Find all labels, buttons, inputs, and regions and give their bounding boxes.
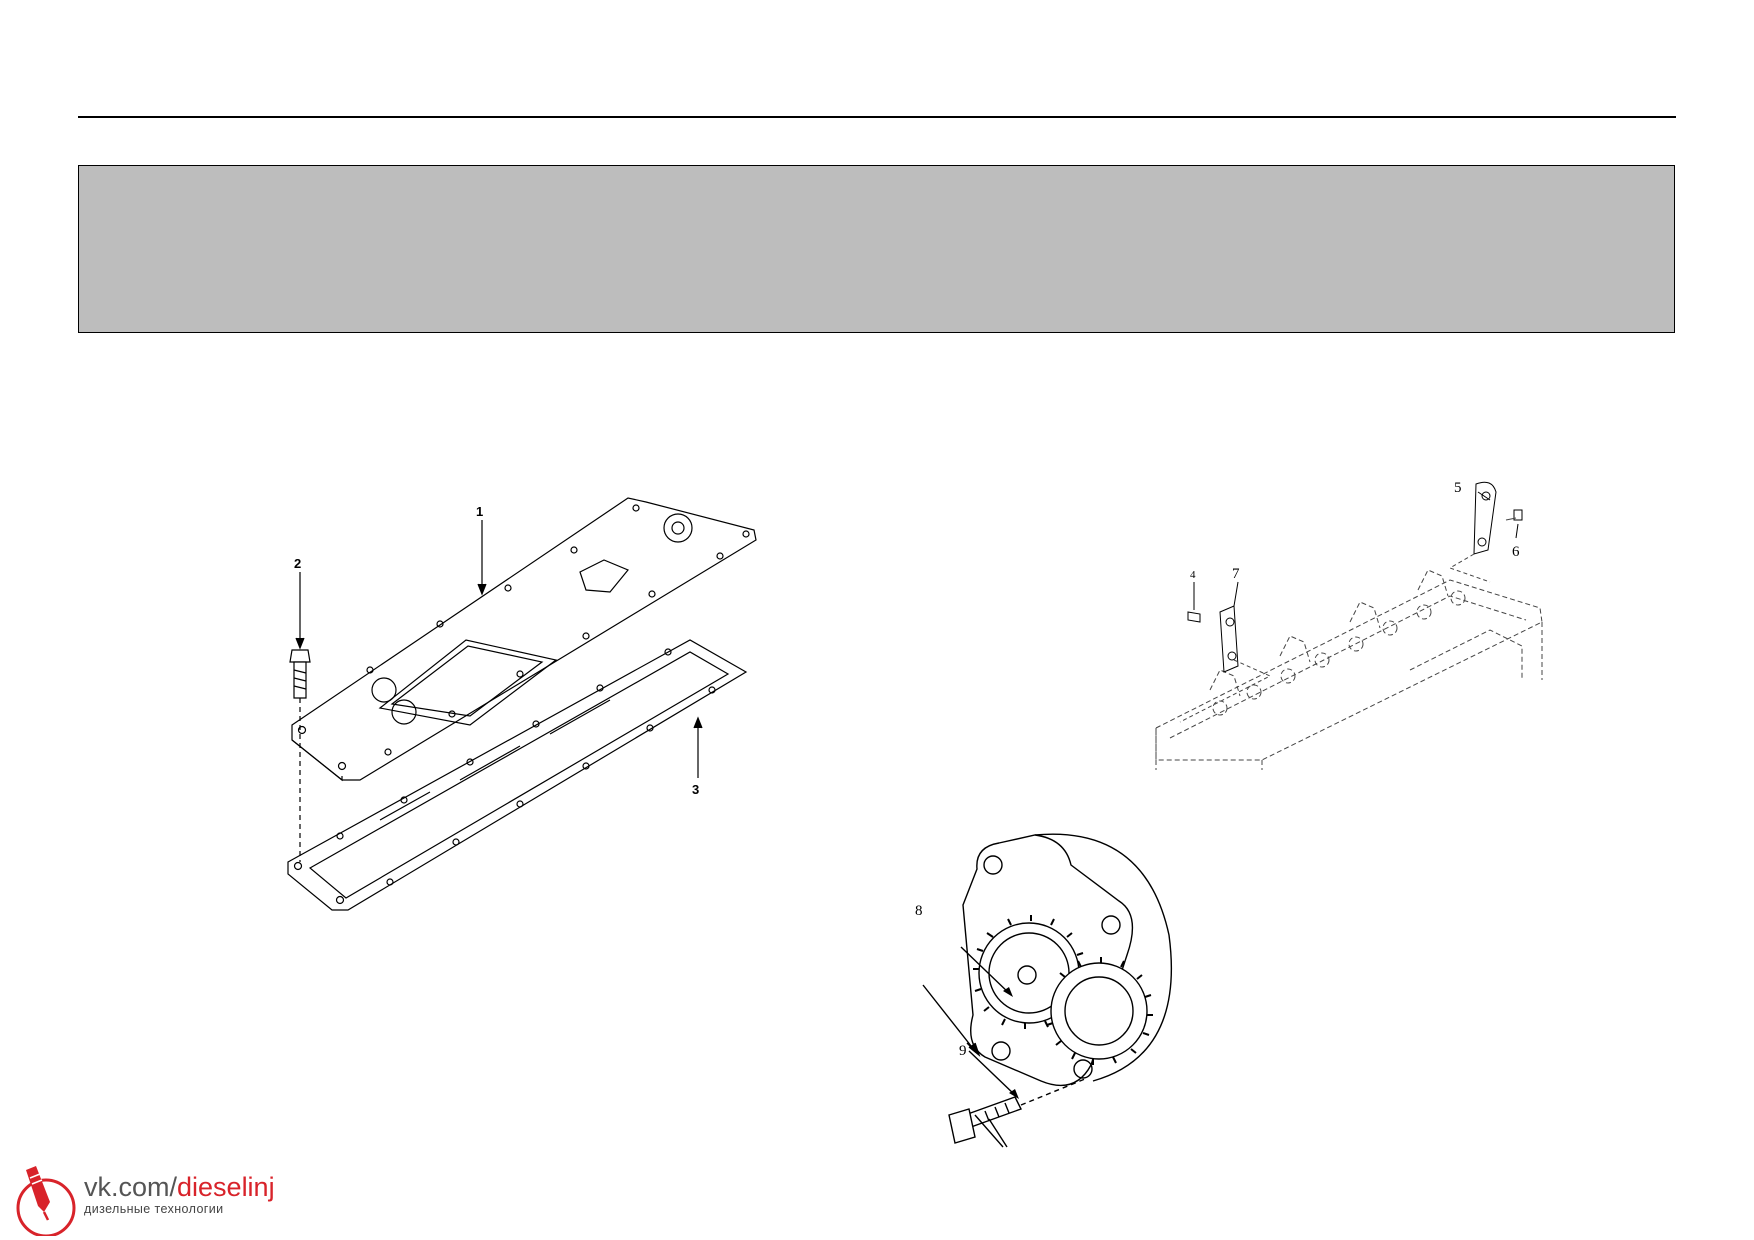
callout-3: 3 xyxy=(692,782,699,797)
oil-pump-figure: 8 9 xyxy=(915,833,1173,1148)
gasket-bolt-holes xyxy=(293,648,716,905)
gear-shaft-hole xyxy=(1017,965,1037,985)
leader-8 xyxy=(922,984,976,1052)
cover-port xyxy=(663,513,693,543)
callout-4: 4 xyxy=(1190,569,1196,581)
cover-plate-window xyxy=(378,639,558,726)
watermark-site: vk.com/dieselinj xyxy=(84,1172,275,1202)
watermark: vk.com/dieselinj дизельные технологии xyxy=(14,1166,314,1240)
callout-5: 5 xyxy=(1454,480,1462,496)
bolt-9 xyxy=(948,1096,1022,1144)
header-band xyxy=(78,165,1675,333)
cylinder-head-outline xyxy=(1155,569,1543,770)
top-rule xyxy=(78,116,1676,118)
bracket-7 xyxy=(1219,605,1239,673)
callout-1: 1 xyxy=(476,504,483,519)
bracket-assembly-figure: 4 5 6 7 xyxy=(1155,480,1543,770)
callout-2: 2 xyxy=(294,556,301,571)
cover-plate-bolt-holes xyxy=(297,504,750,771)
callout-8: 8 xyxy=(915,903,923,919)
callout-6: 6 xyxy=(1512,544,1520,560)
injector-logo-icon xyxy=(16,1166,76,1236)
callout-7: 7 xyxy=(1232,566,1240,582)
callout-9: 9 xyxy=(959,1043,967,1059)
watermark-site-prefix: vk.com/ xyxy=(84,1172,178,1202)
bolt-4 xyxy=(1187,611,1201,623)
cover-flange xyxy=(579,559,629,593)
gasket xyxy=(287,639,748,911)
bracket-5 xyxy=(1473,481,1497,555)
pump-mount-hole xyxy=(983,855,1003,875)
bolt-2 xyxy=(289,649,311,699)
driven-gear-teeth xyxy=(1046,957,1153,1065)
watermark-site-accent: dieselinj xyxy=(177,1172,275,1202)
cover-plate-figure: 1 2 3 xyxy=(287,497,757,911)
leader-9 xyxy=(974,1114,1008,1148)
watermark-tagline: дизельные технологии xyxy=(84,1202,224,1216)
bolt-6 xyxy=(1513,509,1523,521)
cover-plug xyxy=(371,677,397,703)
